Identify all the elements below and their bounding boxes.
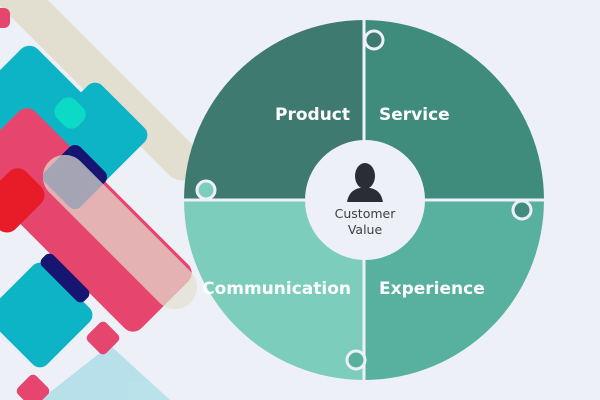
navy-bar: [40, 253, 90, 303]
beige-bar: [42, 154, 198, 310]
center-label-line1: Customer: [335, 206, 397, 221]
puzzle-knob: [363, 29, 385, 51]
puzzle-knob: [511, 199, 533, 221]
quadrant-label-experience: Experience: [379, 279, 485, 299]
puzzle-knob: [345, 349, 367, 371]
mint-shape: [54, 97, 86, 129]
beige-bar: [0, 0, 202, 181]
quadrant-service: [364, 20, 544, 200]
quadrant-label-communication: Communication: [202, 279, 351, 299]
light-blue-triangle: [40, 345, 170, 400]
red-shape: [0, 168, 45, 233]
pink-square: [86, 321, 120, 355]
center-label-line2: Value: [348, 222, 383, 237]
quadrant-product: [184, 20, 364, 200]
quadrant-label-product: Product: [275, 105, 350, 125]
puzzle-knob: [195, 179, 217, 201]
pink-square: [16, 374, 50, 400]
pink-shape: [0, 8, 10, 28]
quadrant-label-service: Service: [379, 105, 450, 125]
quadrant-communication: [184, 200, 364, 380]
person-icon: [347, 163, 383, 202]
quadrant-experience: [364, 200, 544, 380]
